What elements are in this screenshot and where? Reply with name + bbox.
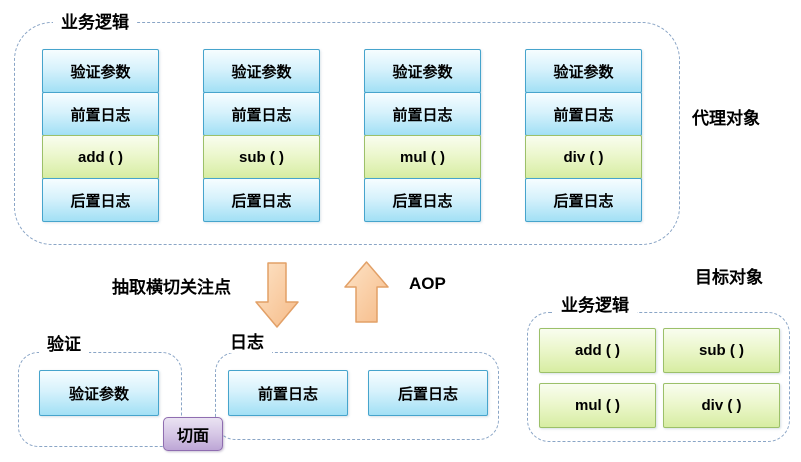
extract-concerns-label: 抽取横切关注点 — [112, 278, 231, 297]
validation-group-label: 验证 — [39, 334, 89, 355]
target-method-div: div ( ) — [663, 383, 780, 428]
target-method-add: add ( ) — [539, 328, 656, 373]
proxy-object-group: 业务逻辑 验证参数 前置日志 add ( ) 后置日志 验证参数 前置日志 su… — [14, 12, 680, 245]
log-group: 日志 前置日志 后置日志 — [215, 332, 499, 440]
proxy-cell-prelog: 前置日志 — [42, 92, 159, 136]
down-arrow-icon — [255, 262, 299, 328]
proxy-stack-sub: 验证参数 前置日志 sub ( ) 后置日志 — [203, 49, 320, 222]
proxy-cell-postlog: 后置日志 — [203, 178, 320, 222]
proxy-cell-validate: 验证参数 — [203, 49, 320, 93]
proxy-cell-prelog: 前置日志 — [364, 92, 481, 136]
target-method-sub: sub ( ) — [663, 328, 780, 373]
target-object-group: 业务逻辑 add ( ) sub ( ) mul ( ) div ( ) — [527, 295, 790, 442]
proxy-cell-postlog: 后置日志 — [525, 178, 642, 222]
proxy-side-label: 代理对象 — [692, 109, 760, 128]
proxy-cell-postlog: 后置日志 — [364, 178, 481, 222]
proxy-cell-prelog: 前置日志 — [525, 92, 642, 136]
aop-label: AOP — [409, 274, 446, 293]
proxy-cell-method: sub ( ) — [203, 135, 320, 179]
proxy-cell-validate: 验证参数 — [42, 49, 159, 93]
proxy-group-label: 业务逻辑 — [53, 12, 137, 33]
proxy-cell-validate: 验证参数 — [525, 49, 642, 93]
proxy-cell-method: add ( ) — [42, 135, 159, 179]
aspect-badge: 切面 — [163, 417, 223, 451]
target-group-label: 业务逻辑 — [553, 295, 637, 316]
log-group-label: 日志 — [222, 332, 272, 353]
validation-group: 验证 验证参数 — [18, 334, 182, 447]
postlog-box: 后置日志 — [368, 370, 488, 416]
proxy-cell-method: mul ( ) — [364, 135, 481, 179]
proxy-cell-method: div ( ) — [525, 135, 642, 179]
proxy-stack-div: 验证参数 前置日志 div ( ) 后置日志 — [525, 49, 642, 222]
target-method-mul: mul ( ) — [539, 383, 656, 428]
proxy-cell-prelog: 前置日志 — [203, 92, 320, 136]
proxy-stack-add: 验证参数 前置日志 add ( ) 后置日志 — [42, 49, 159, 222]
prelog-box: 前置日志 — [228, 370, 348, 416]
validation-box: 验证参数 — [39, 370, 159, 416]
target-side-label: 目标对象 — [695, 268, 763, 287]
up-arrow-icon — [344, 261, 389, 323]
proxy-stack-mul: 验证参数 前置日志 mul ( ) 后置日志 — [364, 49, 481, 222]
proxy-cell-postlog: 后置日志 — [42, 178, 159, 222]
proxy-cell-validate: 验证参数 — [364, 49, 481, 93]
